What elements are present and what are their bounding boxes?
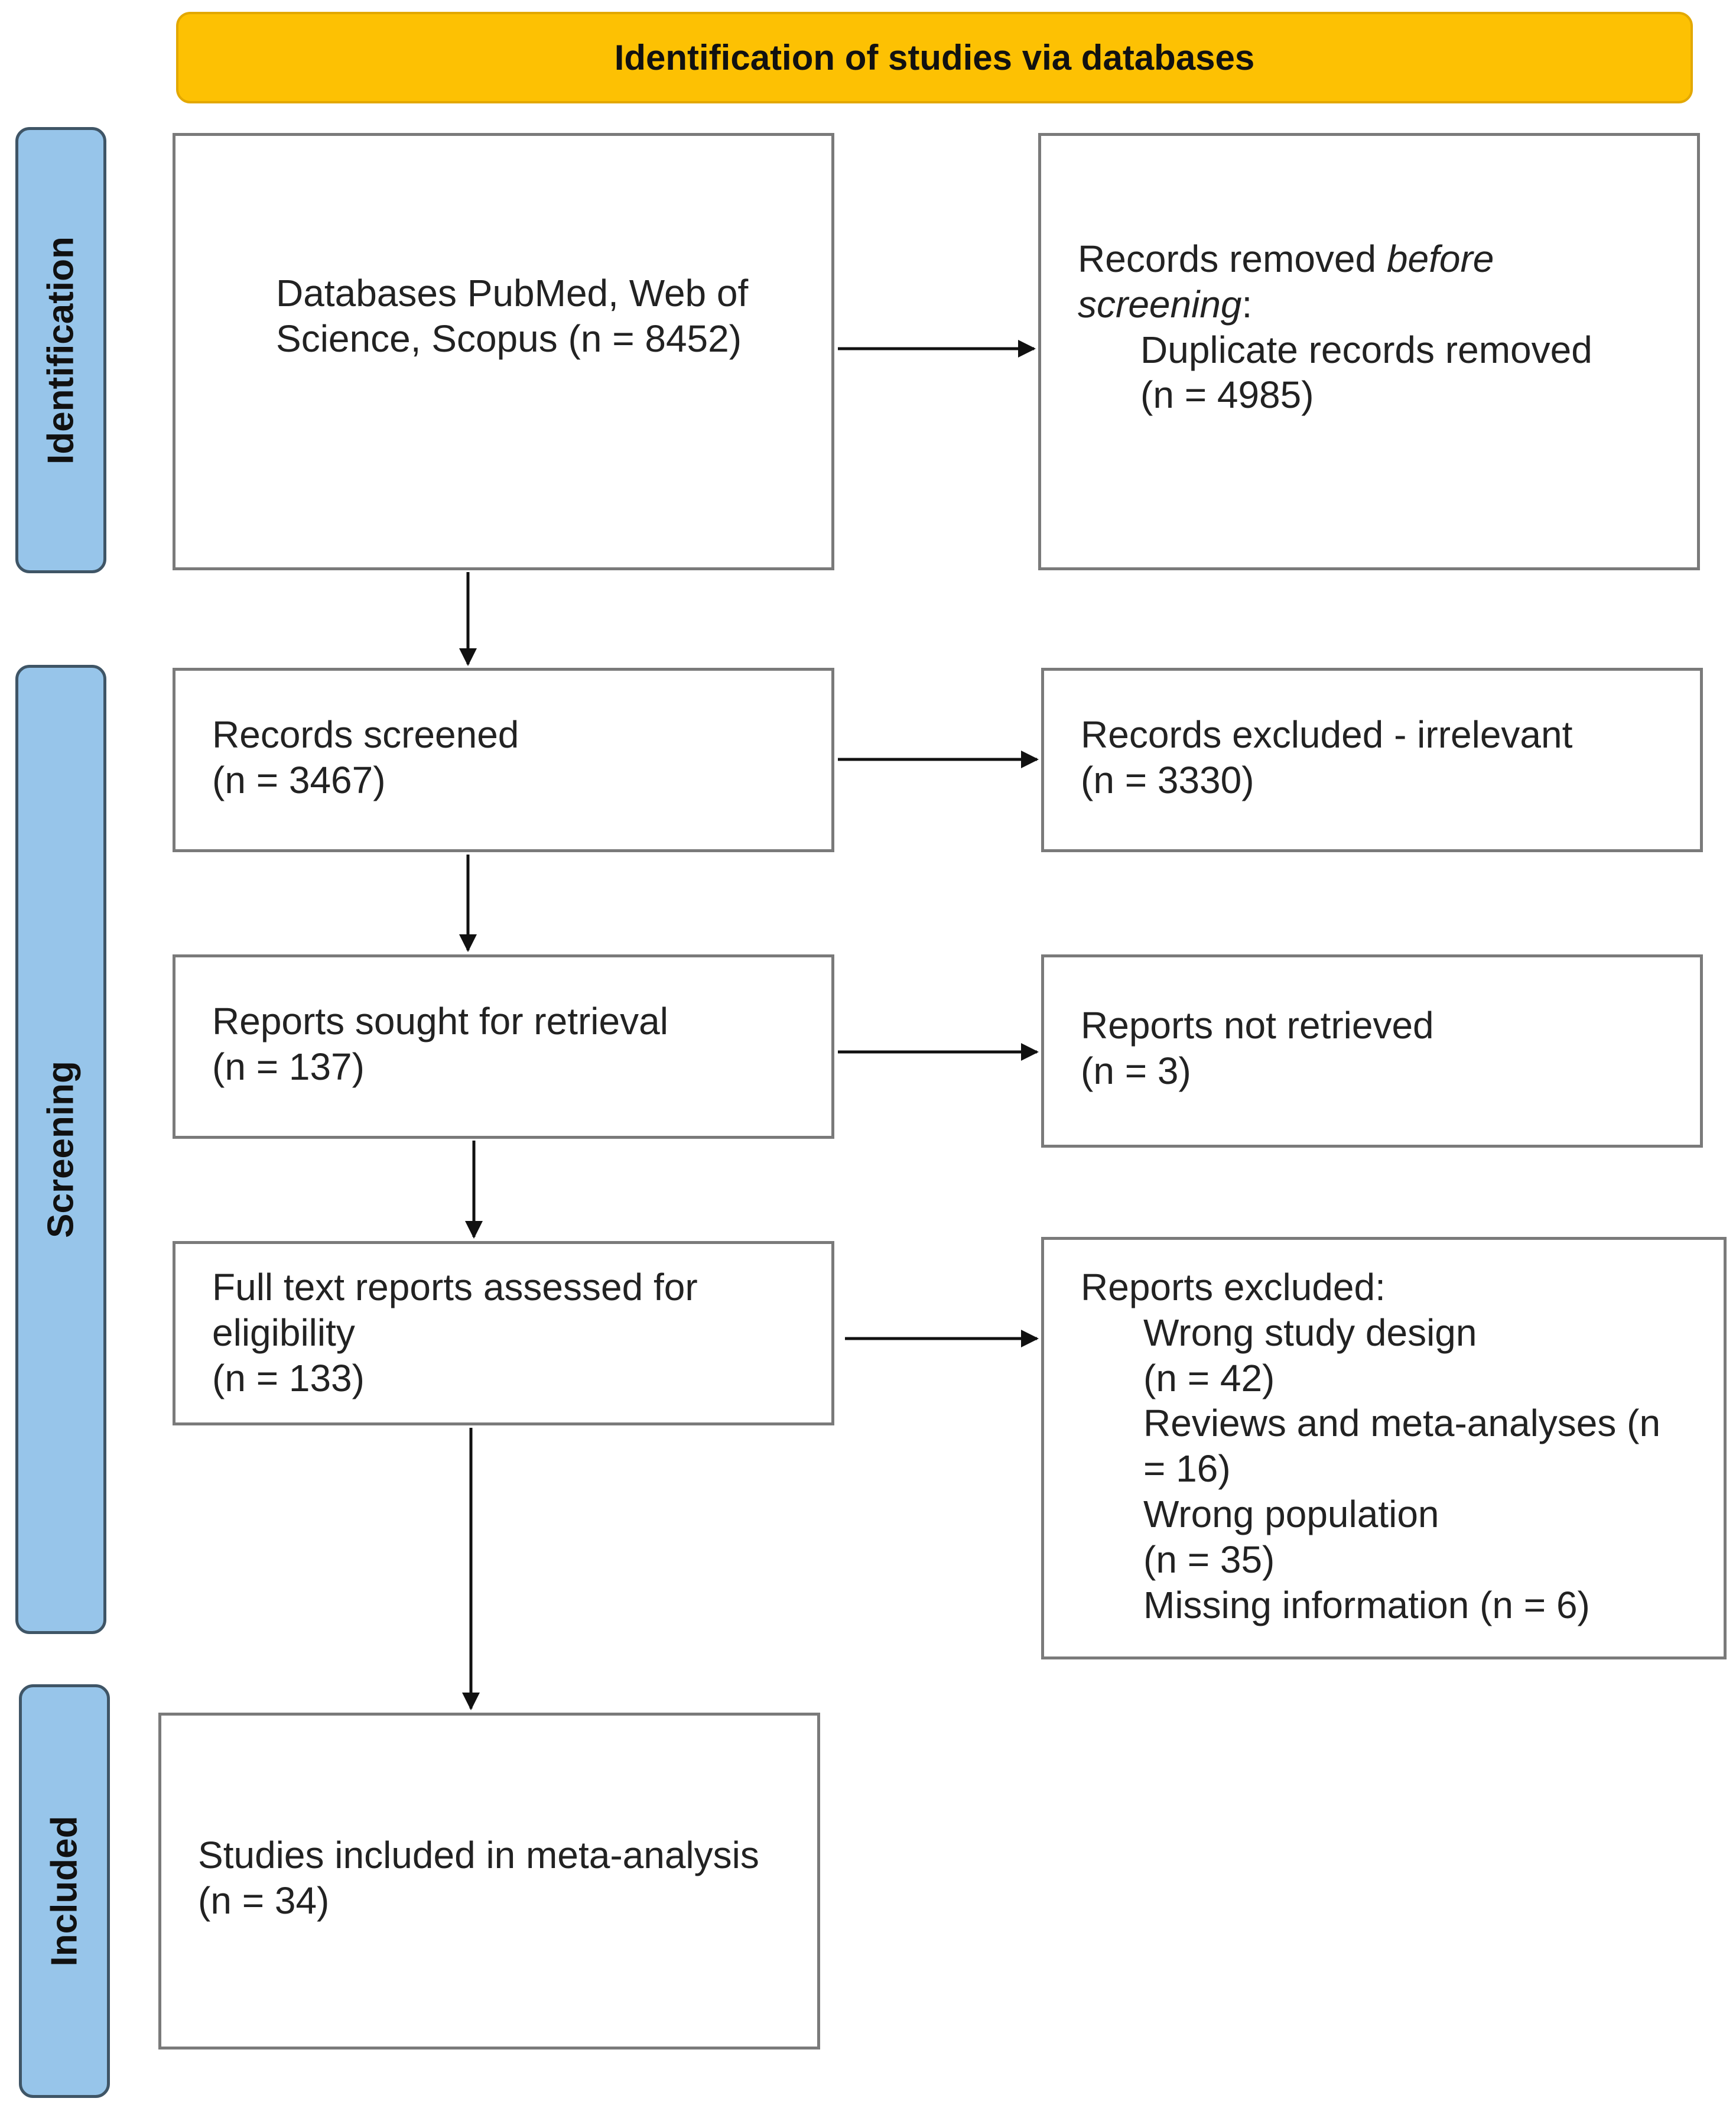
databases-line2: Science, Scopus (n = 8452) — [276, 317, 742, 360]
reports-sought-box: Reports sought for retrieval (n = 137) — [173, 954, 834, 1139]
excluded-reason-count: (n = 35) — [1143, 1538, 1275, 1581]
duplicate-records-label: Duplicate records removed — [1140, 328, 1592, 371]
reports-not-retrieved-label: Reports not retrieved — [1081, 1004, 1434, 1047]
records-excluded-box: Records excluded - irrelevant (n = 3330) — [1041, 668, 1703, 852]
removed-prefix: Records removed — [1078, 238, 1387, 280]
records-screened-label: Records screened — [212, 713, 519, 756]
studies-included-label: Studies included in meta-analysis — [198, 1834, 759, 1877]
excluded-reason-label: Wrong study design — [1143, 1311, 1477, 1354]
reports-assessed-count: (n = 133) — [212, 1356, 365, 1399]
stage-identification: Identification — [15, 127, 106, 573]
stage-screening: Screening — [15, 665, 106, 1634]
databases-line1: Databases PubMed, Web of — [276, 272, 749, 315]
records-removed-box: Records removed before screening: Duplic… — [1038, 133, 1700, 570]
reports-not-retrieved-box: Reports not retrieved (n = 3) — [1041, 954, 1703, 1148]
reports-sought-label: Reports sought for retrieval — [212, 1000, 668, 1042]
duplicate-records-count: (n = 4985) — [1140, 373, 1314, 417]
removed-line2-colon: : — [1241, 282, 1253, 326]
stage-included: Included — [19, 1684, 110, 2098]
reports-assessed-line1: Full text reports assessed for — [212, 1266, 698, 1308]
excluded-reason-count: (n = 42) — [1143, 1356, 1275, 1399]
reports-assessed-line2: eligibility — [212, 1311, 355, 1354]
removed-line2-italic: screening — [1078, 282, 1242, 326]
reports-excluded-box: Reports excluded: Wrong study design (n … — [1041, 1237, 1727, 1659]
studies-included-count: (n = 34) — [198, 1879, 330, 1922]
header-title: Identification of studies via databases — [614, 38, 1255, 77]
identification-header: Identification of studies via databases — [176, 12, 1693, 103]
reports-not-retrieved-count: (n = 3) — [1081, 1049, 1191, 1092]
reports-sought-count: (n = 137) — [212, 1045, 365, 1088]
records-excluded-count: (n = 3330) — [1081, 758, 1254, 801]
records-screened-count: (n = 3467) — [212, 758, 386, 801]
records-excluded-label: Records excluded - irrelevant — [1081, 713, 1573, 756]
excluded-reason-count: = 16) — [1143, 1447, 1231, 1490]
excluded-reason-label: Missing information (n = 6) — [1143, 1583, 1590, 1626]
records-screened-box: Records screened (n = 3467) — [173, 668, 834, 852]
reports-assessed-box: Full text reports assessed for eligibili… — [173, 1241, 834, 1425]
excluded-reason-label: Reviews and meta-analyses (n — [1143, 1402, 1661, 1445]
removed-prefix-italic: before — [1386, 238, 1494, 280]
studies-included-box: Studies included in meta-analysis (n = 3… — [158, 1713, 820, 2049]
reports-excluded-title: Reports excluded: — [1081, 1266, 1386, 1308]
databases-box: Databases PubMed, Web of Science, Scopus… — [173, 133, 834, 570]
excluded-reason-label: Wrong population — [1143, 1492, 1439, 1535]
